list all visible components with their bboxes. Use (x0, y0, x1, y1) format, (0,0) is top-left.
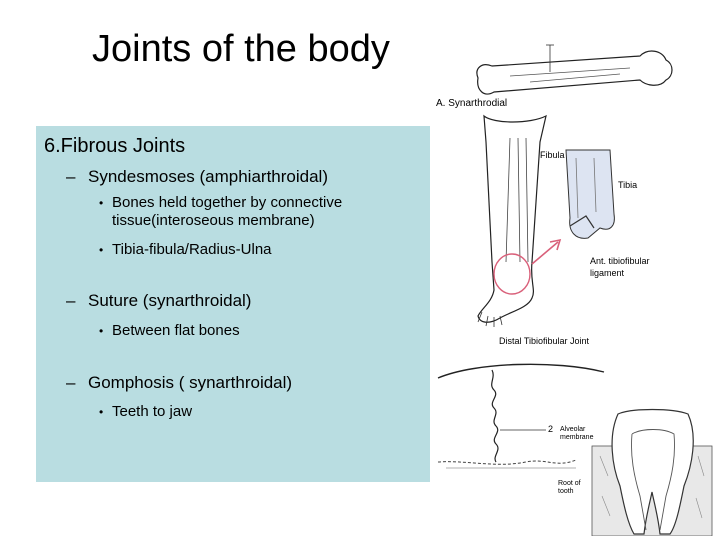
ligament-label-line1: Ant. tibiofibular (590, 256, 650, 266)
synarthrodial-label: A. Synarthrodial (436, 98, 508, 109)
subheading-label: Suture (synarthroidal) (88, 291, 252, 310)
bullet-item: • Between flat bones (99, 322, 412, 340)
ligament-label-line2: ligament (590, 268, 625, 278)
dash-marker: – (66, 167, 76, 186)
subheading-gomphosis: –Gomphosis ( synarthroidal) (66, 372, 292, 393)
tooth-root-label: Root of tooth (558, 480, 581, 495)
tibia-label: Tibia (618, 180, 638, 190)
tooth-figure (588, 406, 716, 536)
alveolar-membrane-label: Alveolar membrane (560, 426, 594, 441)
bullet-text: Teeth to jaw (112, 403, 193, 420)
bullet-text: Tibia-fibula/Radius-Ulna (112, 241, 272, 258)
suture-marker: 2 (548, 424, 554, 434)
subheading-syndesmoses: –Syndesmoses (amphiarthroidal) (66, 166, 328, 187)
subheading-label: Syndesmoses (amphiarthroidal) (88, 167, 328, 186)
fibula-label: Fibula (540, 150, 565, 160)
bullet-item: • Bones held together by connective tiss… (99, 194, 412, 230)
bullet-dot: • (99, 324, 104, 338)
bullet-item: • Tibia-fibula/Radius-Ulna (99, 241, 412, 259)
bullet-item: • Teeth to jaw (99, 403, 412, 421)
ligament-arrow-icon (530, 238, 564, 266)
bullet-dot: • (99, 243, 104, 257)
suture-figure (436, 356, 606, 476)
bullet-dot: • (99, 196, 104, 210)
section-heading: 6.Fibrous Joints (44, 135, 186, 157)
slide-title: Joints of the body (92, 28, 390, 70)
bullet-text: Bones held together by connective tissue… (112, 194, 343, 229)
bullet-dot: • (99, 405, 104, 419)
long-bone-figure (470, 40, 680, 115)
ankle-joint-figure (560, 148, 620, 258)
dash-marker: – (66, 291, 76, 310)
bullet-text: Between flat bones (112, 322, 240, 339)
dash-marker: – (66, 373, 76, 392)
subheading-label: Gomphosis ( synarthroidal) (88, 373, 293, 392)
leg-figure (470, 112, 560, 332)
subheading-suture: –Suture (synarthroidal) (66, 290, 251, 311)
content-box: 6.Fibrous Joints –Syndesmoses (amphiarth… (36, 126, 430, 482)
joint-caption: Distal Tibiofibular Joint (499, 336, 590, 346)
